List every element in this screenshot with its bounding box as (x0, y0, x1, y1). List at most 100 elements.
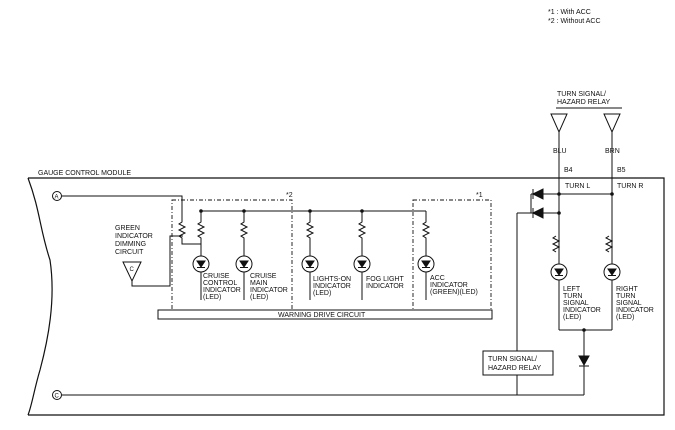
hazard-relay-box (482, 350, 554, 376)
right-turn-line: INDICATOR (616, 307, 654, 314)
indicator-label-line: INDICATOR (250, 287, 288, 294)
terminal-c: C (52, 390, 62, 400)
turn-led-drops (558, 300, 613, 330)
turn-r-label: TURN R (617, 183, 643, 190)
right-turn-line: RIGHT (616, 286, 639, 293)
right-turn-line: SIGNAL (616, 300, 642, 307)
without-acc-mark: *2 (286, 192, 293, 199)
indicator-label-line: CRUISE (203, 273, 230, 280)
led-lead (197, 267, 205, 300)
led-symbol (357, 260, 367, 268)
ground-diode (578, 355, 590, 367)
indicator-resistor (421, 211, 431, 256)
indicator-fog-light: FOG LIGHT INDICATOR (353, 211, 404, 300)
gauge-control-module: GAUGE CONTROL MODULE (27, 170, 665, 416)
dimming-circuit: GREEN INDICATOR DIMMING CIRCUIT C (115, 225, 183, 287)
note-with-acc: *1 : With ACC (548, 9, 591, 16)
indicator-label-line: CONTROL (203, 280, 237, 287)
dimming-triangle (122, 261, 142, 283)
right-turn-resistor (604, 235, 614, 253)
connector-blu-triangle (550, 113, 568, 134)
left-turn-led-symbol (554, 268, 564, 276)
hazard-relay-box-line1: TURN SIGNAL/ (488, 356, 537, 363)
indicator-cruise-control: CRUISE CONTROL INDICATOR (LED) (192, 211, 241, 301)
indicator-resistor (239, 211, 249, 256)
pin-b5: B5 (617, 167, 626, 174)
left-turn-line: INDICATOR (563, 307, 601, 314)
terminal-a-label: A (55, 195, 59, 201)
dimming-line-1: GREEN (115, 225, 140, 232)
led-symbol (305, 260, 315, 268)
wire-a (62, 195, 183, 210)
indicator-lights-on: LIGHTS-ON INDICATOR (LED) (301, 211, 351, 300)
warning-drive-circuit (157, 309, 493, 320)
indicator-label-line: (LED) (250, 294, 268, 301)
connector-brn-triangle (603, 113, 621, 134)
indicator-label-line: MAIN (250, 280, 268, 287)
led-lead (422, 267, 430, 300)
terminal-a-circle (52, 191, 62, 201)
turn-l-label: TURN L (565, 183, 590, 190)
wire-color-blu: BLU (553, 148, 567, 155)
dimming-line-3: DIMMING (115, 241, 146, 248)
pin-b4: B4 (564, 167, 573, 174)
wire-color-brn: BRN (605, 148, 620, 155)
indicator-label-line: INDICATOR (313, 283, 351, 290)
indicator-label-line: (LED) (203, 294, 221, 301)
terminal-c-circle (52, 390, 62, 400)
indicator-label-line: FOG LIGHT (366, 276, 404, 283)
led-lead (240, 267, 248, 300)
warning-drive-label: WARNING DRIVE CIRCUIT (278, 312, 366, 319)
left-turn-indicator: LEFT TURN SIGNAL INDICATOR (LED) (550, 235, 601, 321)
with-acc-mark: *1 (476, 192, 483, 199)
note-without-acc: *2 : Without ACC (548, 18, 601, 25)
right-turn-line: (LED) (616, 314, 634, 321)
left-turn-resistor (551, 235, 561, 253)
dimming-triangle-label: C (130, 267, 135, 273)
indicator-resistor (196, 211, 206, 256)
indicator-resistor (305, 211, 315, 256)
right-turn-indicator: RIGHT TURN SIGNAL INDICATOR (LED) (603, 235, 654, 321)
dimming-wire (131, 235, 183, 287)
indicator-label-line: INDICATOR (430, 282, 468, 289)
top-relay-label-line2: HAZARD RELAY (557, 99, 610, 106)
terminal-c-label: C (55, 394, 60, 400)
junction-turn-r (610, 192, 614, 196)
led-lead (358, 267, 366, 300)
module-outline (28, 177, 665, 416)
right-turn-line: TURN (616, 293, 635, 300)
top-relay-label: TURN SIGNAL/ HAZARD RELAY (556, 91, 622, 109)
module-title: GAUGE CONTROL MODULE (38, 170, 131, 177)
top-relay-label-line1: TURN SIGNAL/ (557, 91, 606, 98)
indicator-label-line: LIGHTS-ON (313, 276, 351, 283)
module-break-line (27, 177, 53, 416)
terminal-a: A (52, 191, 62, 201)
led-symbol (239, 260, 249, 268)
diode-turn-l (531, 188, 544, 200)
junction-turn-l (557, 192, 561, 196)
junction-turn-l-lower (557, 211, 561, 215)
hazard-relay-box-line2: HAZARD RELAY (488, 365, 541, 372)
led-symbol (196, 260, 206, 268)
led-lead (306, 267, 314, 300)
dimming-resistor (177, 210, 201, 245)
indicator-label-line: INDICATOR (366, 283, 404, 290)
diode-turn-r (531, 207, 544, 219)
indicator-resistor (357, 211, 367, 256)
left-turn-line: TURN (563, 293, 582, 300)
indicator-label-line: CRUISE (250, 273, 277, 280)
left-turn-line: (LED) (563, 314, 581, 321)
left-turn-line: LEFT (563, 286, 581, 293)
left-turn-line: SIGNAL (563, 300, 589, 307)
indicator-label-line: (GREEN)(LED) (430, 289, 478, 296)
indicator-acc: ACC INDICATOR (GREEN)(LED) (417, 211, 478, 300)
led-symbol (421, 260, 431, 268)
right-turn-led-symbol (607, 268, 617, 276)
dimming-line-2: INDICATOR (115, 233, 153, 240)
junction-common (582, 328, 586, 332)
indicator-label-line: (LED) (313, 290, 331, 297)
indicator-label-line: ACC (430, 275, 445, 282)
dimming-line-4: CIRCUIT (115, 249, 144, 256)
indicator-label-line: INDICATOR (203, 287, 241, 294)
